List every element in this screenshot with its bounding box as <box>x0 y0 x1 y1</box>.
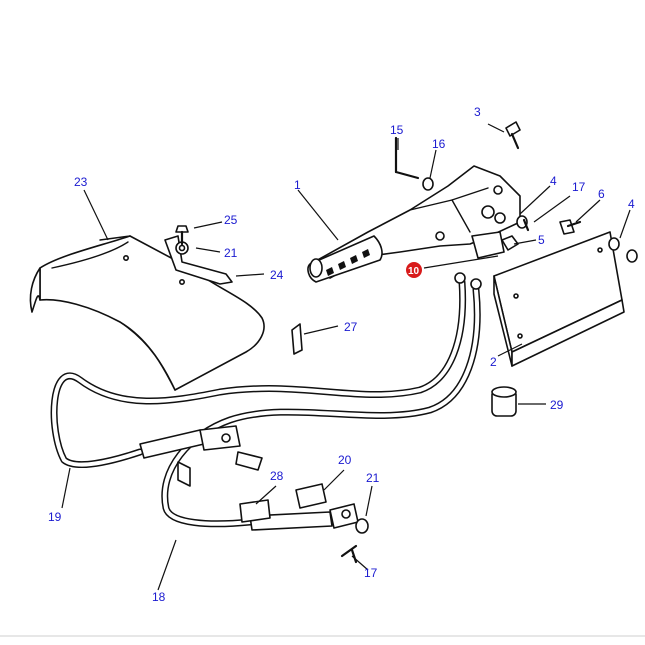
callout-15: 15 <box>390 123 404 137</box>
callout-10-badge <box>406 262 422 278</box>
callout-27: 27 <box>344 320 358 334</box>
callout-28: 28 <box>270 469 284 483</box>
callout-23: 23 <box>74 175 88 189</box>
callout-17-bottom: 17 <box>364 566 378 580</box>
callout-4-left: 4 <box>550 174 557 188</box>
part-23-cover <box>29 235 265 391</box>
callout-6: 6 <box>598 187 605 201</box>
callout-5: 5 <box>538 233 545 247</box>
part-1-lever <box>307 165 521 283</box>
callout-29: 29 <box>550 398 564 412</box>
callout-10: 10 <box>408 266 420 277</box>
callout-24: 24 <box>270 268 284 282</box>
callout-21-bottom: 21 <box>366 471 380 485</box>
callout-16: 16 <box>432 137 446 151</box>
callout-labels: 1 2 3 4 4 5 6 10 15 16 17 17 18 19 20 21… <box>48 105 635 604</box>
part-2-plate <box>493 231 625 367</box>
part-24-bracket <box>164 225 233 285</box>
hardware <box>291 121 638 417</box>
leader-lines <box>61 123 631 591</box>
callout-20: 20 <box>338 453 352 467</box>
callout-18: 18 <box>152 590 166 604</box>
callout-4-right: 4 <box>628 197 635 211</box>
callout-19: 19 <box>48 510 62 524</box>
callout-21-top: 21 <box>224 246 238 260</box>
callout-1: 1 <box>294 178 301 192</box>
callout-25: 25 <box>224 213 238 227</box>
callout-17-top: 17 <box>572 180 586 194</box>
callout-2: 2 <box>490 355 497 369</box>
callout-3: 3 <box>474 105 481 119</box>
